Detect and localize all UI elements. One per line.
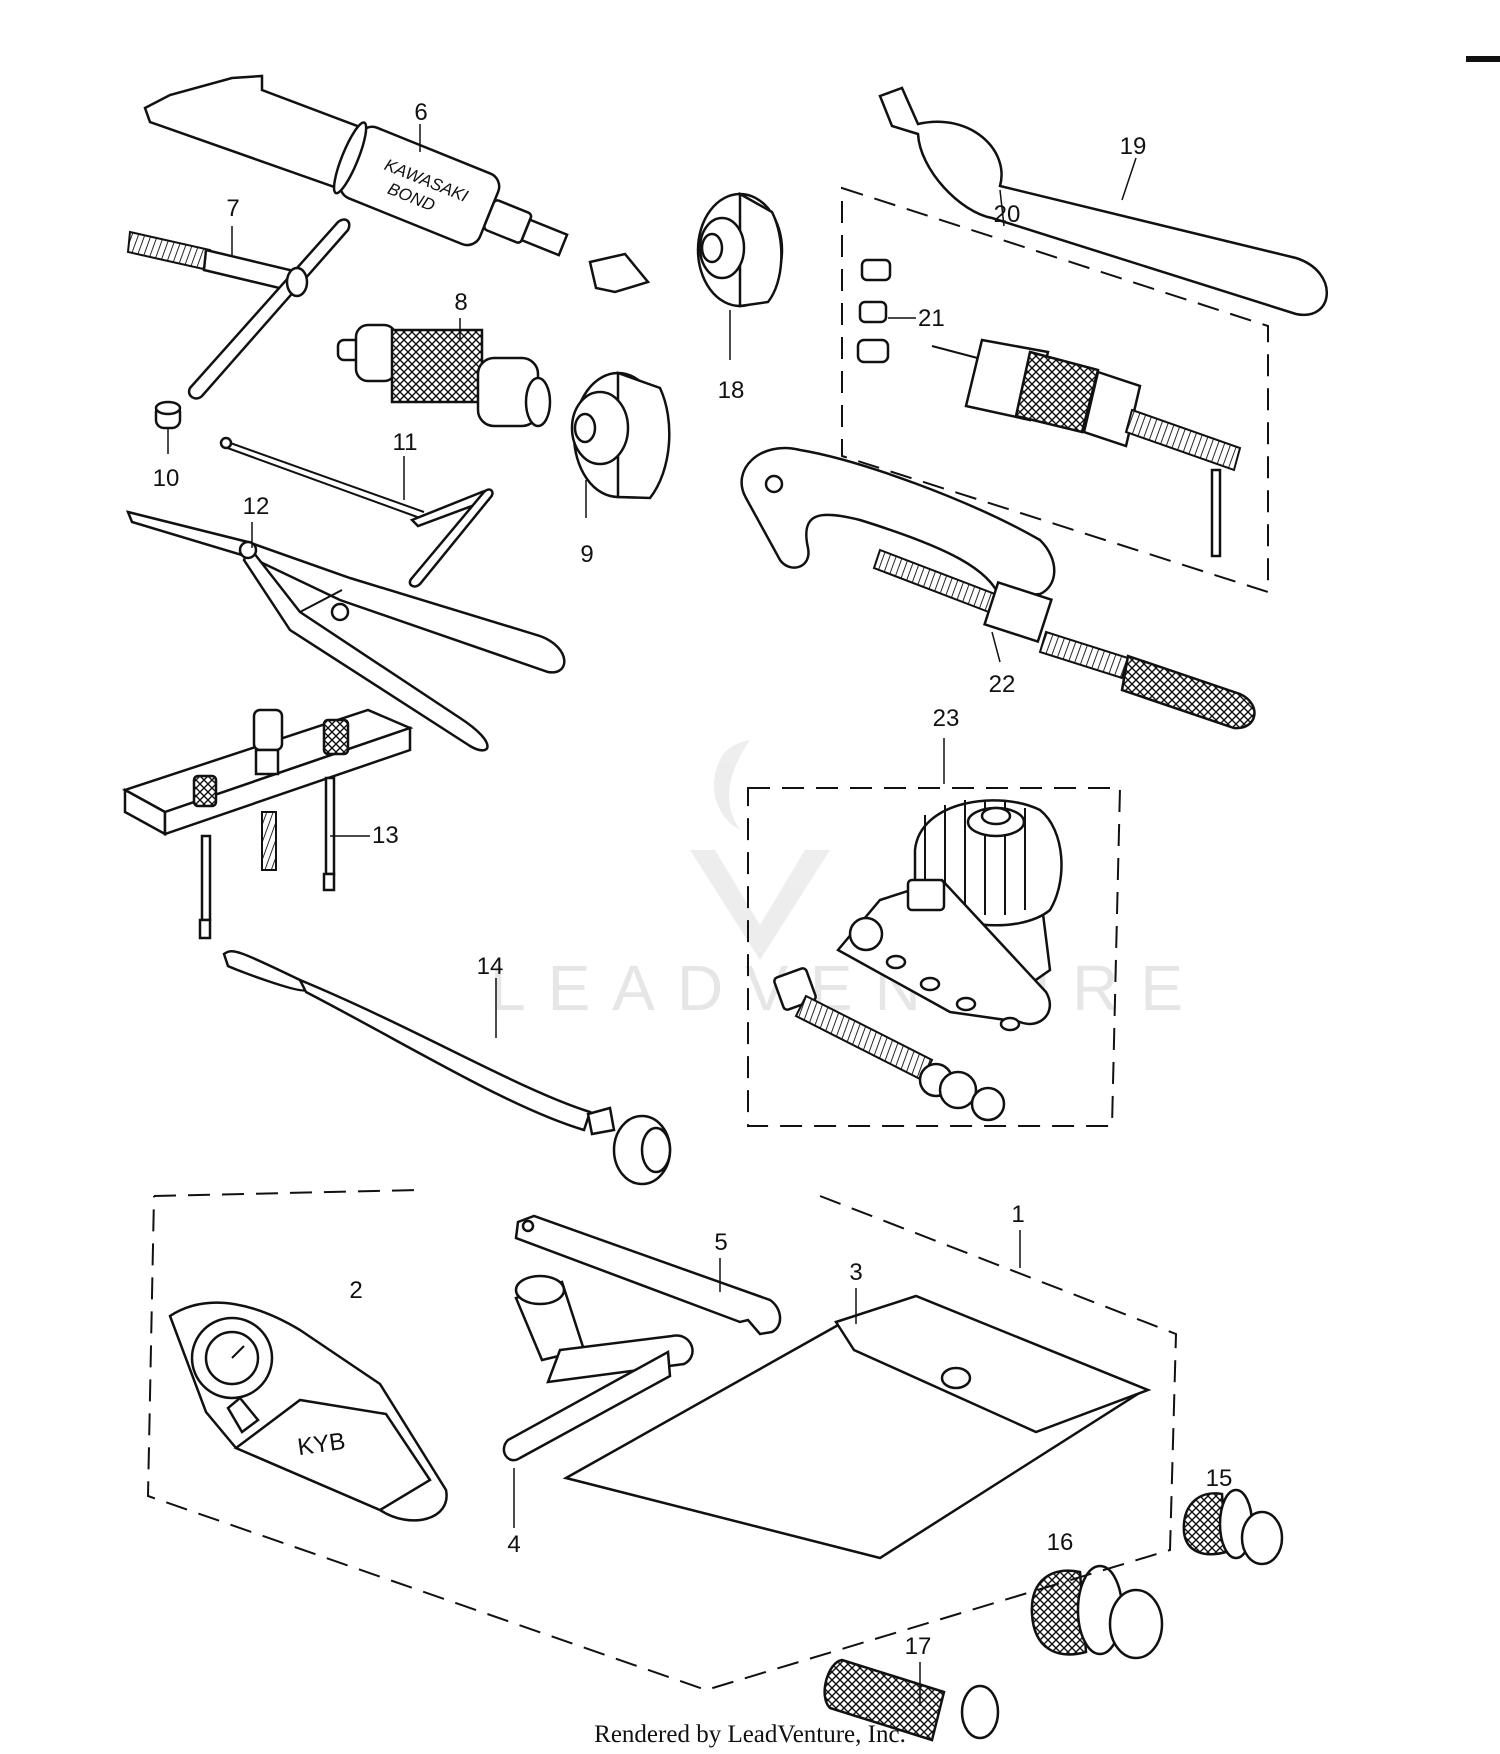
part-7-t-handle[interactable] — [126, 218, 351, 400]
part-10-collar[interactable] — [154, 400, 182, 430]
callout-19: 19 — [1120, 133, 1147, 160]
footer-credit: Rendered by LeadVenture, Inc. — [594, 1721, 906, 1748]
edge-mark — [1466, 56, 1500, 62]
callout-10: 10 — [153, 465, 180, 492]
callout-14: 14 — [477, 953, 504, 980]
part-22-c-clamp[interactable] — [740, 446, 1256, 730]
part-16-driver[interactable] — [1030, 1564, 1164, 1660]
callout-8: 8 — [454, 289, 467, 316]
callout-22: 22 — [989, 671, 1016, 698]
part-3-tool-bag[interactable] — [562, 1294, 1152, 1560]
part-15-driver[interactable] — [1182, 1488, 1284, 1566]
part-9-bearing-driver[interactable] — [570, 371, 671, 500]
part-5-spanner[interactable] — [514, 1214, 782, 1336]
watermark-text: LEADVENTURE — [490, 952, 1205, 1024]
part-18-collar[interactable] — [696, 191, 784, 308]
part-17-driver[interactable] — [823, 1658, 1000, 1742]
callout-23: 23 — [933, 705, 960, 732]
callout-7: 7 — [226, 195, 239, 222]
part-14-rod-with-disc[interactable] — [222, 950, 672, 1186]
callout-18: 18 — [718, 377, 745, 404]
callout-16: 16 — [1047, 1529, 1074, 1556]
callout-20: 20 — [994, 201, 1021, 228]
callout-21: 21 — [918, 305, 945, 332]
part-6-kawasaki-bond-tube[interactable]: KAWASAKI BOND — [143, 74, 651, 294]
pouch-logo: KYB — [296, 1428, 347, 1461]
part-12-circlip-pliers[interactable] — [125, 510, 566, 752]
group-outlines — [146, 186, 1269, 1692]
part-8-knurled-driver[interactable] — [336, 323, 552, 428]
callout-12: 12 — [243, 493, 270, 520]
part-2-gauge-pouch[interactable]: KYB — [168, 1301, 448, 1522]
part-20-puller-assembly[interactable] — [856, 258, 1242, 558]
callout-15: 15 — [1206, 1465, 1233, 1492]
callout-17: 17 — [905, 1633, 932, 1660]
callout-1: 1 — [1011, 1201, 1024, 1228]
callout-3: 3 — [849, 1259, 862, 1286]
callout-4: 4 — [507, 1531, 520, 1558]
callout-13: 13 — [372, 822, 399, 849]
part-19-hook-spanner[interactable] — [878, 86, 1328, 317]
callout-11: 11 — [393, 429, 418, 456]
leadventure-watermark: LEADVENTURE — [490, 740, 1205, 1024]
callout-2: 2 — [349, 1277, 362, 1304]
part-13-puller-bar[interactable] — [121, 708, 414, 940]
callout-6: 6 — [414, 99, 427, 126]
leader-lines — [167, 124, 1137, 1706]
callout-5: 5 — [714, 1229, 727, 1256]
callout-labels: 6 7 8 9 10 11 12 13 14 18 19 20 21 22 23… — [153, 99, 1233, 1660]
part-4-socket-wrench[interactable] — [502, 1274, 694, 1462]
part-23-gear-holder[interactable] — [773, 799, 1063, 1122]
callout-9: 9 — [580, 541, 593, 568]
part-11-t-rod[interactable] — [219, 436, 494, 588]
